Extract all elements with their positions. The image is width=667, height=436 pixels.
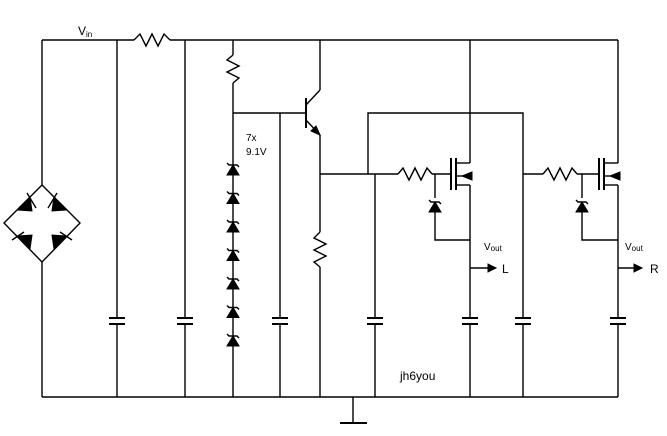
left-mosfet [450,40,473,318]
right-output-arrow [633,263,644,273]
bridge-diamond [3,184,81,264]
zener-diode [226,305,240,318]
right-source-return [581,212,618,241]
capacitor-c1 [109,40,125,397]
bridge-diode-1 [15,192,37,212]
zener-count-label: 7x [246,133,257,144]
input-resistor [133,32,171,48]
output-right-label: R [650,262,659,276]
zener-diode-string [226,162,240,347]
right-channel-feed [367,112,524,318]
right-gate-zener [575,199,589,213]
capacitor-c4 [367,174,383,397]
capacitor-c7 [610,317,626,397]
zener-diode [226,162,240,176]
ground-symbol [340,397,367,424]
zener-branch [225,40,306,397]
right-gate-resistor [542,166,578,182]
capacitor-c2 [177,40,193,397]
capacitor-c6 [515,317,531,397]
zener-diode [226,276,240,290]
zener-voltage-label: 9.1V [246,147,267,158]
bridge-diode-2 [47,192,69,212]
left-gate-zener [428,199,442,213]
zener-diode [226,248,240,261]
left-output-arrow [487,263,498,273]
npn-transistor [305,40,321,174]
left-source-return [434,212,470,241]
vin-label: Vin [78,24,92,39]
output-left-label: L [502,262,509,276]
bridge-diode-3 [11,231,33,251]
capacitor-c5 [462,317,478,397]
watermark-text: jh6you [399,369,435,383]
emitter-resistor [312,231,328,268]
zener-diode [226,333,240,347]
right-mosfet [598,40,621,318]
bridge-rectifier [3,40,81,397]
vout-left-label: Vout [484,242,503,253]
zener-resistor [225,54,241,84]
zener-diode [226,219,240,233]
left-gate-resistor [397,166,433,182]
capacitor-c3 [272,113,288,397]
vout-right-label: Vout [625,242,644,253]
bridge-diode-4 [51,231,73,251]
zener-diode [226,191,240,204]
